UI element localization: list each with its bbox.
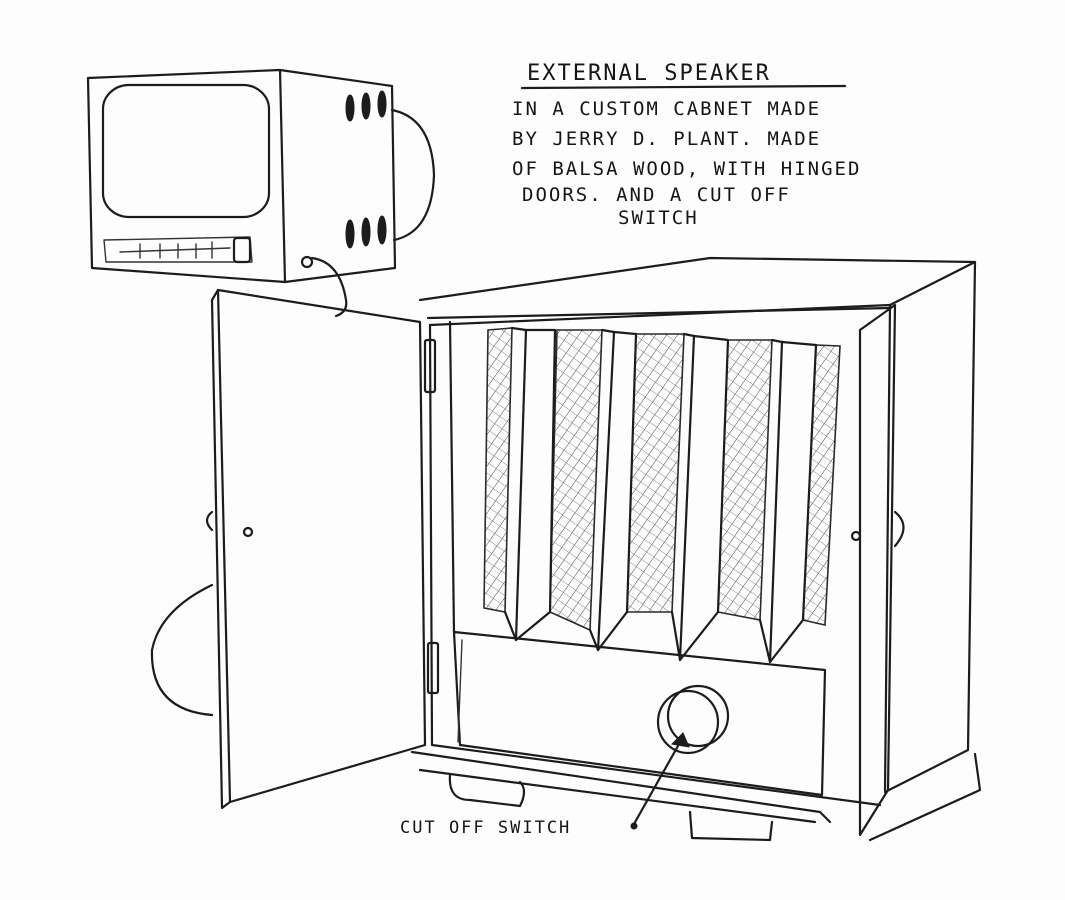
speaker-cable bbox=[310, 256, 348, 318]
tv-vents-upper bbox=[345, 90, 387, 122]
hinge-upper bbox=[423, 338, 437, 394]
left-door bbox=[205, 288, 427, 810]
description-line-1: IN A CUSTOM CABNET MADE bbox=[512, 98, 821, 120]
grille-panel-2 bbox=[549, 329, 603, 632]
cut-off-switch-label: CUT OFF SWITCH bbox=[400, 818, 571, 838]
cut-off-switch-knob bbox=[656, 684, 730, 755]
callout-arrowhead bbox=[670, 732, 690, 748]
speaker-cable-lower bbox=[150, 583, 214, 717]
description-line-4: DOORS. AND A CUT OFF bbox=[522, 184, 791, 206]
grille-dividers bbox=[503, 326, 818, 664]
switch-panel bbox=[452, 630, 827, 797]
tv-vents-lower bbox=[345, 215, 387, 249]
sketch-title: EXTERNAL SPEAKER bbox=[527, 61, 771, 86]
left-door-knob bbox=[242, 526, 254, 538]
description-line-5: SWITCH bbox=[618, 207, 699, 229]
description-line-3: OF BALSA WOOD, WITH HINGED bbox=[512, 158, 861, 180]
right-door bbox=[850, 303, 905, 837]
tv-screen bbox=[101, 83, 271, 219]
callout-arrow-line bbox=[632, 735, 685, 826]
tv-control-panel bbox=[103, 236, 253, 263]
callout-dot bbox=[630, 822, 638, 830]
tv-monitor bbox=[86, 68, 436, 284]
right-door-knob bbox=[850, 530, 862, 542]
hinge-lower bbox=[426, 641, 440, 695]
speaker-cabinet bbox=[410, 256, 982, 842]
description-line-2: BY JERRY D. PLANT. MADE bbox=[512, 128, 821, 150]
grille-panel-1 bbox=[483, 327, 513, 613]
title-underline bbox=[520, 84, 847, 90]
tv-audio-jack bbox=[300, 255, 314, 269]
